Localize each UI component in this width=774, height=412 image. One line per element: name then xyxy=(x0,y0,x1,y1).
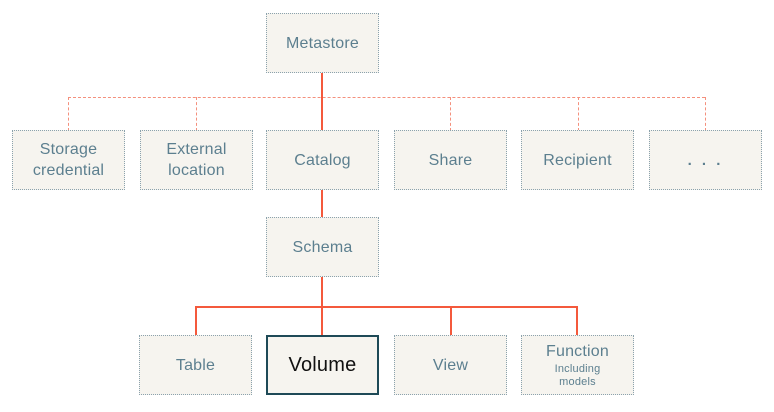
node-storage-credential-label: Storage credential xyxy=(32,141,105,179)
node-metastore-label: Metastore xyxy=(286,34,359,52)
node-external-location: External location xyxy=(140,130,253,190)
node-function: Function Including models xyxy=(521,335,634,395)
node-more: . . . xyxy=(649,130,762,190)
connector-drop-table xyxy=(195,306,197,336)
node-more-label: . . . xyxy=(687,151,724,169)
node-metastore: Metastore xyxy=(266,13,379,73)
connector-drop-view xyxy=(450,306,452,336)
node-volume-label: Volume xyxy=(288,353,357,376)
connector-drop-function xyxy=(576,306,578,336)
node-table-label: Table xyxy=(175,356,216,374)
node-recipient: Recipient xyxy=(521,130,634,190)
node-catalog-label: Catalog xyxy=(294,151,351,169)
node-table: Table xyxy=(139,335,252,395)
connector-top-horizontal xyxy=(68,97,705,98)
node-schema-label: Schema xyxy=(292,238,353,256)
connector-bottom-horizontal xyxy=(196,306,578,308)
connector-drop-storage-credential xyxy=(68,97,69,131)
node-external-location-label: External location xyxy=(166,141,227,179)
connector-drop-share xyxy=(450,97,451,131)
node-catalog: Catalog xyxy=(266,130,379,190)
connector-drop-more xyxy=(705,97,706,131)
node-view-label: View xyxy=(432,356,469,374)
connector-drop-external-location xyxy=(196,97,197,131)
node-storage-credential: Storage credential xyxy=(12,130,125,190)
node-function-sublabel: Including models xyxy=(554,363,601,388)
connector-drop-recipient xyxy=(578,97,579,131)
node-recipient-label: Recipient xyxy=(543,151,612,169)
node-share-label: Share xyxy=(428,151,473,169)
node-view: View xyxy=(394,335,507,395)
connector-main-vertical xyxy=(321,72,323,336)
node-share: Share xyxy=(394,130,507,190)
node-function-label: Function xyxy=(546,343,609,360)
node-volume: Volume xyxy=(266,335,379,395)
node-schema: Schema xyxy=(266,217,379,277)
